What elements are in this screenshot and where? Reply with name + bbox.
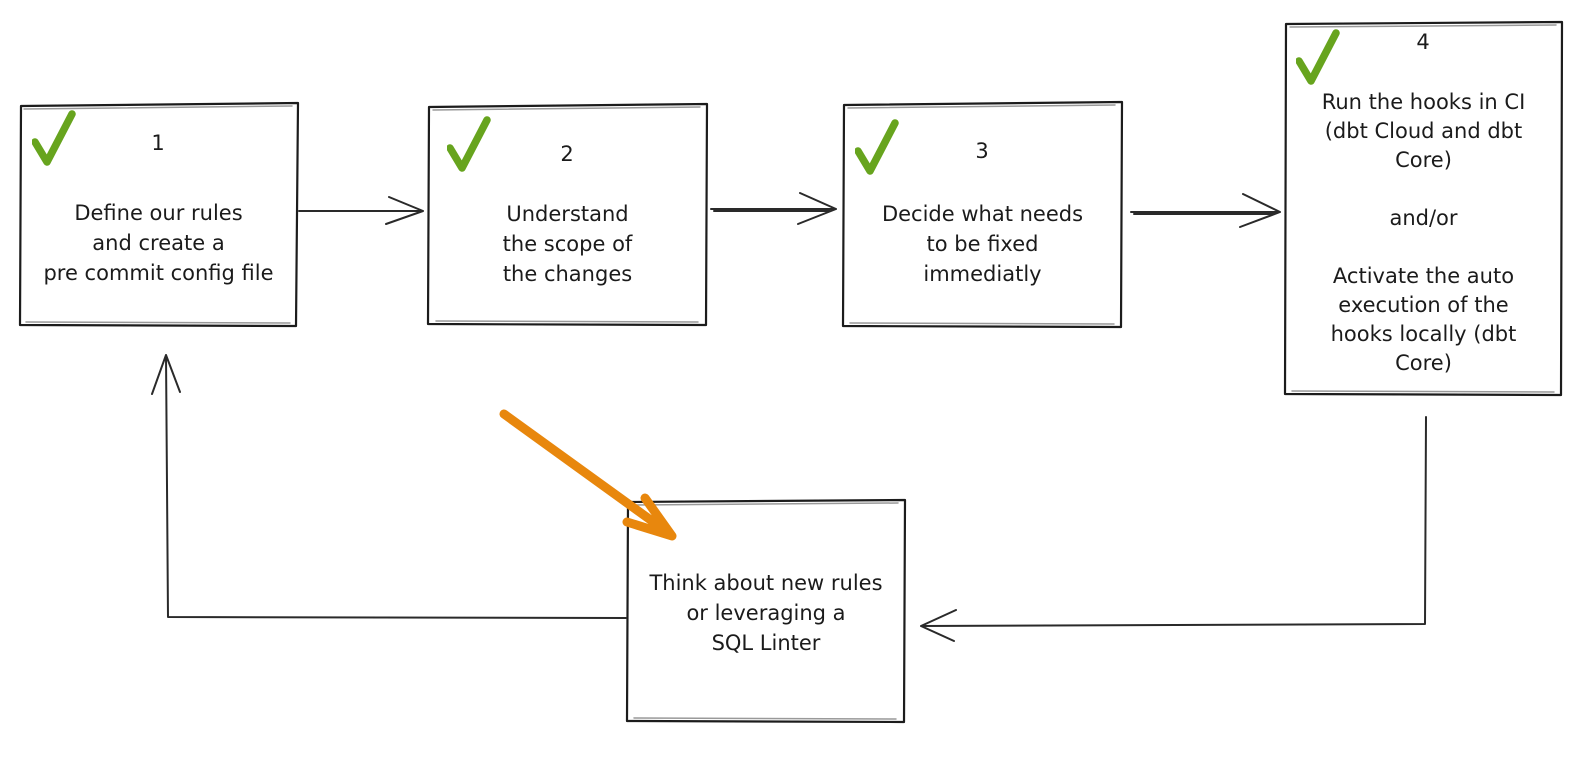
step-text: Understand the scope of the changes bbox=[502, 202, 633, 286]
step-number: 2 bbox=[560, 142, 575, 166]
step3-box-outline bbox=[841, 100, 1124, 329]
sketch-stroke bbox=[847, 104, 1116, 325]
step1-box-outline bbox=[18, 101, 300, 328]
check-icon bbox=[855, 119, 899, 177]
step-2-box: 2 Understand the scope of the changes bbox=[428, 105, 707, 325]
step-4-box: 4 Run the hooks in CI (dbt Cloud and dbt… bbox=[1285, 22, 1562, 395]
arrow-step1-to-step2 bbox=[298, 196, 424, 225]
sketch-stroke bbox=[1289, 24, 1557, 393]
step-number: 4 bbox=[1416, 30, 1431, 54]
step-number: 1 bbox=[151, 131, 166, 155]
arrow-step3-to-step4 bbox=[1130, 193, 1281, 228]
arrow-step4-to-loop-node bbox=[920, 416, 1427, 642]
step-number: 3 bbox=[975, 139, 990, 163]
sketch-stroke bbox=[23, 105, 293, 324]
highlight-arrow-icon bbox=[499, 409, 677, 541]
loop-node-text: Think about new rules or leveraging a SQ… bbox=[649, 571, 883, 655]
step4-box-outline bbox=[1283, 20, 1564, 397]
step-text: Define our rules and create a pre commit… bbox=[43, 201, 274, 285]
step-1-box: 1 Define our rules and create a pre comm… bbox=[20, 104, 297, 326]
step-3-box: 3 Decide what needs to be fixed immediat… bbox=[843, 103, 1122, 327]
check-icon bbox=[32, 110, 76, 168]
arrow-step2-to-step3 bbox=[710, 192, 837, 225]
check-icon bbox=[447, 116, 491, 174]
step-text: Run the hooks in CI (dbt Cloud and dbt C… bbox=[1321, 90, 1526, 375]
sketch-stroke bbox=[631, 502, 899, 720]
check-icon bbox=[1296, 29, 1340, 87]
step2-box-outline bbox=[426, 102, 709, 327]
step-text: Decide what needs to be fixed immediatly bbox=[881, 202, 1084, 286]
loop-node-box: Think about new rules or leveraging a SQ… bbox=[627, 500, 905, 722]
arrow-loop-node-to-step1 bbox=[151, 354, 627, 619]
loop-node-box-outline bbox=[625, 498, 907, 724]
sketch-stroke bbox=[432, 106, 701, 323]
